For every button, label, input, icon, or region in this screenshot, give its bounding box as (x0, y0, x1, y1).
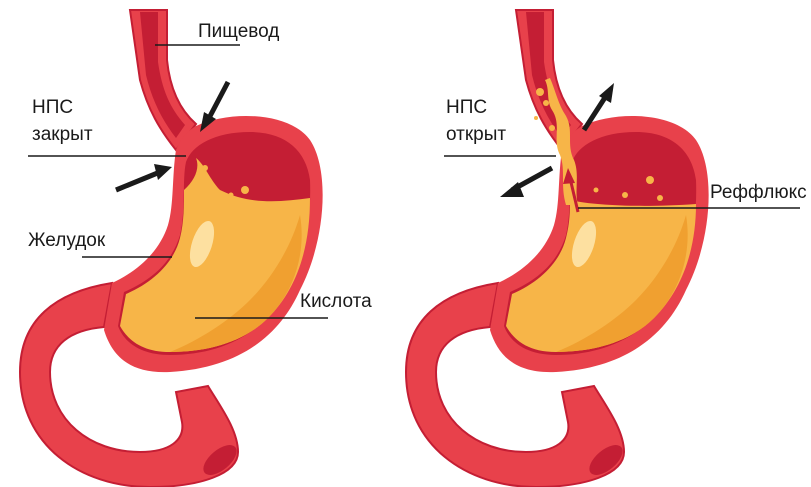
les-closed-state: закрыт (32, 124, 93, 145)
reflux-droplet (536, 88, 544, 96)
acid-bubble (594, 188, 599, 193)
stomach-label: Желудок (28, 230, 106, 251)
acid-bubble (229, 193, 234, 198)
esophagus-label: Пищевод (198, 21, 279, 42)
acid-bubble (646, 176, 654, 184)
les-open-state: открыт (446, 124, 506, 145)
acid-bubble (202, 165, 208, 171)
reflux-droplet (543, 100, 549, 106)
reflux-droplet (534, 116, 538, 120)
opening-arrow-left (500, 168, 552, 197)
esophagus-tube (130, 10, 196, 150)
acid-bubble (657, 195, 663, 201)
reflux-label: Реффлюкс (710, 182, 807, 203)
acid-bubble (622, 192, 628, 198)
panel-open: НПС открыт Реффлюкс (406, 10, 807, 487)
les-closed-title: НПС (32, 97, 73, 118)
les-open-title: НПС (446, 97, 487, 118)
reflux-droplet (549, 125, 555, 131)
acid-label: Кислота (300, 291, 372, 312)
panel-closed: Пищевод НПС закрыт Желудок Кислота (20, 10, 372, 487)
closing-arrow-left (116, 164, 172, 190)
acid-bubble (241, 186, 249, 194)
